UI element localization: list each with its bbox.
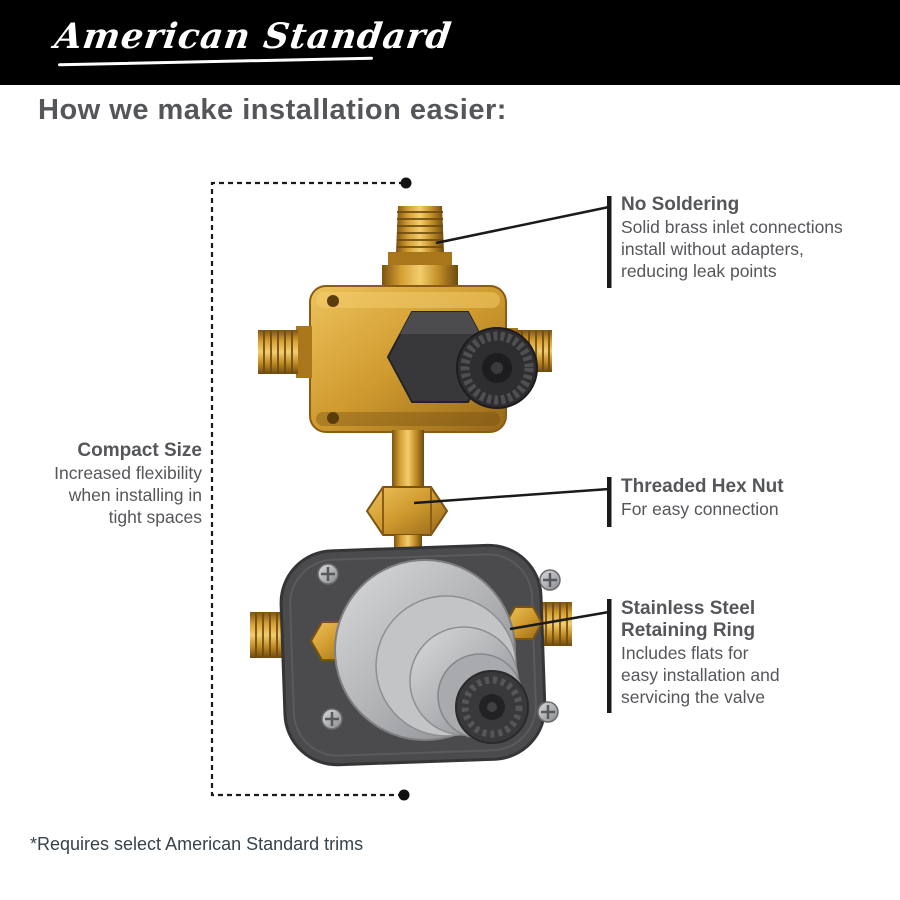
callout-no-soldering: No Soldering Solid brass inlet connectio… bbox=[621, 194, 889, 282]
callout-retaining-ring-body: Includes flats for easy installation and… bbox=[621, 643, 780, 707]
callout-compact-size-body: Increased flexibility when installing in… bbox=[54, 463, 202, 527]
callout-threaded-hex-nut-body: For easy connection bbox=[621, 499, 779, 519]
callout-lines bbox=[413, 196, 612, 713]
callout-retaining-ring-title: Stainless Steel Retaining Ring bbox=[621, 598, 756, 641]
connecting-pipe-upper bbox=[392, 430, 424, 490]
retaining-ring-bar bbox=[607, 599, 612, 713]
screw-bottom-left bbox=[321, 708, 343, 730]
bracket-dot-top bbox=[400, 177, 412, 189]
callout-compact-size: Compact Size Increased flexibility when … bbox=[12, 440, 202, 528]
plate-screws bbox=[317, 563, 561, 730]
footnote: *Requires select American Standard trims bbox=[30, 834, 364, 854]
retaining-ring-leader-line bbox=[509, 610, 610, 631]
callout-retaining-ring: Stainless Steel Retaining Ring Includes … bbox=[621, 598, 836, 708]
cartridge-hex-nut bbox=[386, 311, 538, 409]
bracket-dot-bottom bbox=[398, 789, 410, 801]
brand-header-bar: American Standard bbox=[0, 0, 900, 85]
callout-threaded-hex-nut: Threaded Hex Nut For easy connection bbox=[621, 476, 881, 520]
hex-nut-leader-line bbox=[413, 487, 610, 505]
page-title: How we make installation easier: bbox=[38, 94, 507, 126]
compact-size-bracket bbox=[210, 177, 412, 801]
callout-no-soldering-body: Solid brass inlet connections install wi… bbox=[621, 217, 843, 281]
lower-valve bbox=[250, 543, 572, 767]
valve-cartridge bbox=[334, 559, 529, 744]
screw-top-right bbox=[539, 569, 561, 591]
top-valve bbox=[258, 206, 552, 490]
top-inlet-connector bbox=[382, 206, 458, 289]
callout-compact-size-title: Compact Size bbox=[77, 440, 202, 461]
callout-no-soldering-title: No Soldering bbox=[621, 194, 740, 215]
mounting-hole-top bbox=[327, 295, 339, 307]
callout-threaded-hex-nut-title: Threaded Hex Nut bbox=[621, 476, 784, 497]
mounting-hole-bottom bbox=[327, 412, 339, 424]
hex-nut-bar bbox=[607, 477, 612, 527]
left-inlet-connector bbox=[258, 326, 312, 378]
screw-top-left bbox=[317, 563, 339, 585]
no-soldering-bar bbox=[607, 196, 612, 288]
cartridge-splined-cap bbox=[455, 670, 529, 744]
no-soldering-leader-line bbox=[435, 205, 610, 245]
screw-bottom-right bbox=[537, 701, 559, 723]
